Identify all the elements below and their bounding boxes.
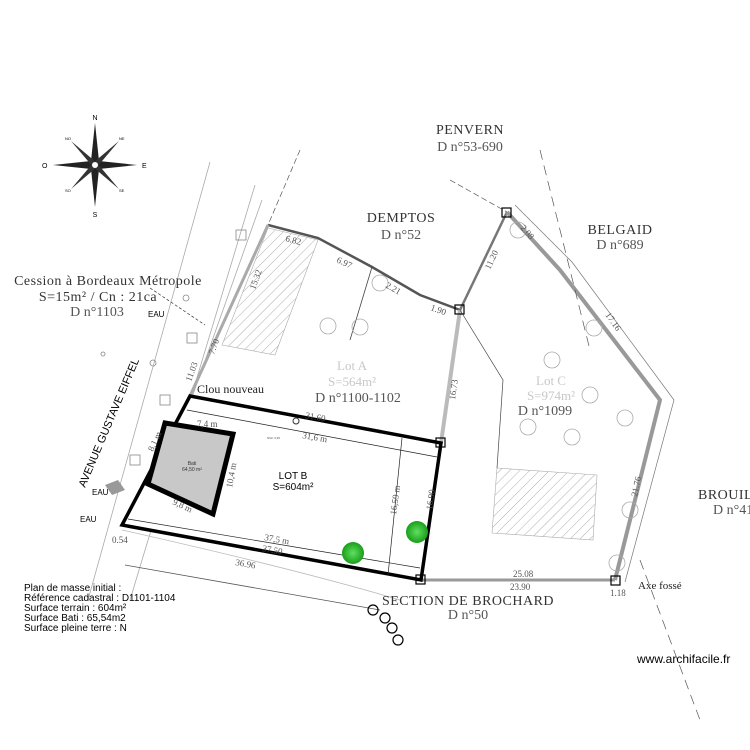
- owner-belgaid: BELGAID: [588, 223, 653, 238]
- cession-title: Cession à Bordeaux Métropole: [14, 274, 202, 289]
- info-surface-terrain: Surface terrain : 604m²: [24, 603, 127, 614]
- compass-s: S: [93, 212, 98, 219]
- survey-markers: [367, 207, 621, 646]
- cession-parcel: D n°1103: [70, 305, 124, 320]
- compass-nw: NO: [65, 136, 71, 141]
- tree-new: [342, 542, 364, 564]
- compass-e: E: [142, 163, 147, 170]
- svg-text:16.90: 16.90: [424, 488, 437, 510]
- parcel-boundaries: [188, 149, 701, 721]
- cession-area: S=15m² / Cn : 21ca: [39, 290, 158, 305]
- parcel-penvern: D n°53-690: [437, 140, 503, 155]
- svg-text:7,4 m: 7,4 m: [197, 419, 218, 429]
- compass-w: O: [42, 163, 48, 170]
- lot-b-name: LOT B: [279, 471, 308, 482]
- compass-n: N: [92, 115, 97, 122]
- parcel-brochard: D n°50: [448, 608, 488, 623]
- svg-text:10,4 m: 10,4 m: [224, 462, 238, 488]
- svg-text:6.82: 6.82: [284, 233, 302, 247]
- eau-label: EAU: [92, 488, 109, 497]
- building-area: 64,50 m²: [182, 467, 202, 473]
- svg-text:31.60: 31.60: [305, 410, 327, 423]
- owner-brouillc: BROUILLC: [698, 488, 750, 503]
- parcel-brouillc: D n°413: [713, 503, 750, 518]
- svg-text:0.54: 0.54: [112, 535, 128, 545]
- info-surface-bati: Surface Bati : 65,54m2: [24, 613, 126, 624]
- compass-sw: SO: [65, 188, 71, 193]
- lot-a-name: Lot A: [337, 358, 368, 373]
- lot-c-area: S=974m²: [527, 388, 575, 403]
- svg-text:37,5 m: 37,5 m: [264, 532, 290, 546]
- svg-text:23.90: 23.90: [510, 582, 531, 592]
- lot-a-area: S=564m²: [328, 374, 376, 389]
- hatched-area-lot-a: [221, 227, 319, 356]
- dimension-lines: [127, 409, 438, 576]
- lot-b-area: S=604m²: [273, 482, 315, 493]
- svg-text:31,6 m: 31,6 m: [302, 430, 328, 444]
- svg-text:25.08: 25.08: [513, 569, 534, 579]
- plan-info: Plan de masse initial : Référence cadast…: [24, 584, 175, 634]
- ngf-label: NGF 3,96: [267, 436, 280, 440]
- owner-penvern: PENVERN: [436, 123, 504, 138]
- parcel-belgaid: D n°689: [596, 238, 643, 253]
- svg-text:37.50: 37.50: [262, 543, 284, 556]
- lot-c-name: Lot C: [536, 373, 566, 388]
- watermark: www.archifacile.fr: [637, 652, 731, 666]
- svg-text:21.76: 21.76: [629, 475, 643, 497]
- eau-label: EAU: [80, 515, 97, 524]
- info-reference: Référence cadastral : D1101-1104: [24, 593, 176, 604]
- svg-text:1.18: 1.18: [610, 588, 626, 598]
- nail-marker: [292, 417, 300, 425]
- owner-demptos: DEMPTOS: [367, 211, 436, 226]
- svg-text:16,59 m: 16,59 m: [388, 485, 402, 516]
- eau-label: EAU: [148, 310, 165, 319]
- building: [145, 420, 237, 518]
- info-title: Plan de masse initial :: [24, 583, 122, 594]
- street-name: AVENUE GUSTAVE EIFFEL: [77, 357, 142, 489]
- clou-label: Clou nouveau: [197, 382, 264, 396]
- lot-c-parcel: D n°1099: [518, 404, 572, 419]
- compass-ne: NE: [119, 136, 125, 141]
- axe-fosse-label: Axe fossé: [638, 580, 682, 592]
- dimension-labels: 31.60 31,6 m 37.50 37,5 m 36.96 16.90 16…: [112, 223, 643, 598]
- compass-se: SE: [119, 188, 125, 193]
- access-arrow-icon: [105, 480, 125, 495]
- existing-trees: [319, 221, 639, 572]
- owner-brochard: SECTION DE BROCHARD: [382, 594, 554, 609]
- hatched-area-lot-c: [491, 467, 598, 541]
- svg-text:36.96: 36.96: [235, 557, 257, 570]
- info-pleine-terre: Surface pleine terre : N: [24, 623, 127, 634]
- tree-new: [406, 521, 428, 543]
- parcel-demptos: D n°52: [381, 228, 421, 243]
- street-furniture: [100, 229, 247, 466]
- compass-rose-icon: N S E O NE NO SE SO: [42, 115, 147, 219]
- svg-text:11.20: 11.20: [483, 248, 501, 271]
- svg-text:16.73: 16.73: [447, 378, 460, 400]
- building-label: Bati: [188, 461, 197, 467]
- lot-a-parcel: D n°1100-1102: [315, 391, 401, 406]
